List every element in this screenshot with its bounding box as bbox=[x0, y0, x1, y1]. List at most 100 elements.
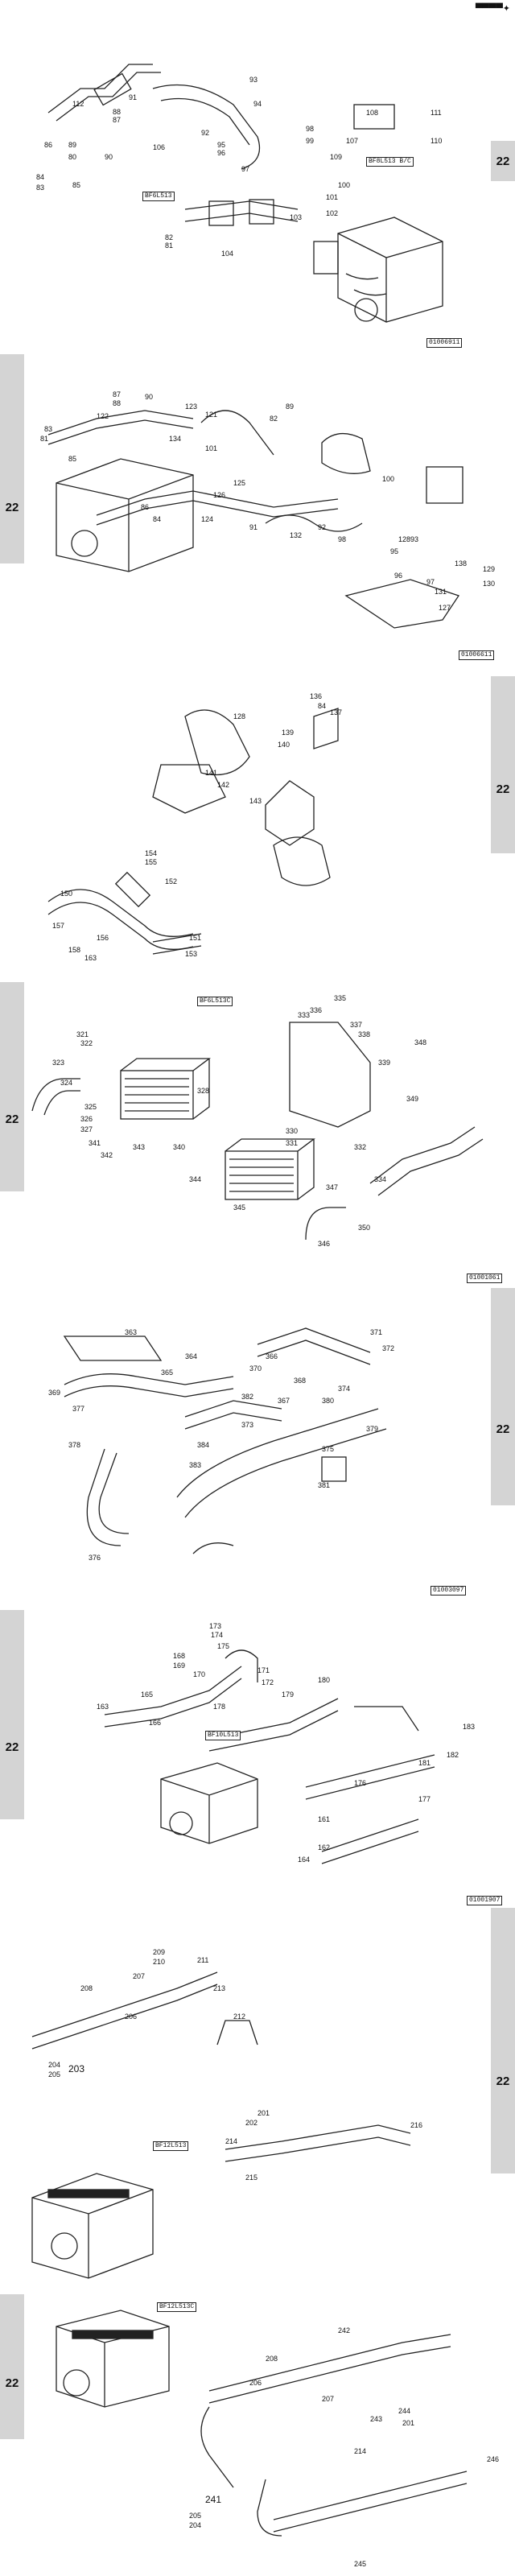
part-label: 99 bbox=[306, 137, 315, 145]
part-label: 363 bbox=[125, 1328, 138, 1336]
part-label: 368 bbox=[294, 1377, 307, 1385]
part-label: 158 bbox=[68, 946, 81, 954]
part-label: 208 bbox=[80, 1984, 93, 1992]
part-label: 142 bbox=[217, 781, 230, 789]
ref-code-a: BF6L513 bbox=[142, 192, 175, 201]
part-label: 206 bbox=[125, 2013, 138, 2021]
figure-code: 01001061 bbox=[467, 1274, 503, 1283]
part-label: 139 bbox=[282, 729, 295, 737]
part-label: 98 bbox=[306, 125, 315, 133]
part-label: 80 bbox=[68, 153, 77, 161]
part-label: 96 bbox=[217, 149, 226, 157]
part-label: 342 bbox=[101, 1151, 113, 1159]
part-label: 87 bbox=[113, 116, 122, 124]
part-label: 88 bbox=[113, 108, 122, 116]
part-label: 321 bbox=[76, 1030, 89, 1038]
part-label: 163 bbox=[97, 1703, 109, 1711]
part-label: 176 bbox=[354, 1779, 367, 1787]
part-label: 84 bbox=[318, 702, 327, 710]
part-label: 130 bbox=[483, 580, 496, 588]
part-label: 214 bbox=[354, 2447, 367, 2455]
part-label: 326 bbox=[80, 1115, 93, 1123]
part-label: 384 bbox=[197, 1441, 210, 1449]
figure-code: 01006611 bbox=[459, 650, 495, 660]
figure-sheet-3: 22 136 84 137 128 139 140 141 142 143 15… bbox=[0, 676, 515, 982]
part-label: 209 bbox=[153, 1948, 166, 1956]
part-label: 101 bbox=[326, 193, 339, 201]
figure-code: 01003097 bbox=[431, 1586, 467, 1596]
part-label: 333 bbox=[298, 1011, 311, 1019]
part-label: 109 bbox=[330, 153, 343, 161]
exhaust-elbow-diagram bbox=[47, 708, 339, 955]
part-label: 338 bbox=[358, 1030, 371, 1038]
part-label: 348 bbox=[414, 1038, 427, 1046]
part-label: 97 bbox=[426, 578, 435, 586]
part-label: 150 bbox=[60, 890, 73, 898]
part-label: 345 bbox=[233, 1203, 246, 1212]
part-label: 170 bbox=[193, 1670, 206, 1678]
part-label: 84 bbox=[153, 515, 162, 523]
part-label: 138 bbox=[455, 559, 468, 568]
exhaust-manifold-diagram bbox=[31, 1971, 411, 2279]
part-label: 137 bbox=[330, 708, 343, 716]
part-label: 339 bbox=[378, 1059, 391, 1067]
figure-sheet-5: 22 01003097 363 364 365 366 367 368 369 … bbox=[0, 1288, 515, 1610]
part-label: 182 bbox=[447, 1751, 459, 1759]
ref-code-a: BF12L513C bbox=[157, 2302, 197, 2312]
part-label: 86 bbox=[44, 141, 53, 149]
part-label: 165 bbox=[141, 1690, 154, 1699]
part-label: 364 bbox=[185, 1352, 198, 1360]
part-label: 83 bbox=[44, 425, 53, 433]
part-label: 121 bbox=[205, 411, 218, 419]
part-label: 112 bbox=[72, 100, 84, 108]
part-label: 140 bbox=[278, 741, 290, 749]
part-label: 131 bbox=[435, 588, 447, 596]
part-label: 180 bbox=[318, 1676, 331, 1684]
part-label: 334 bbox=[374, 1175, 387, 1183]
part-label: 372 bbox=[382, 1344, 395, 1352]
part-label: 96 bbox=[394, 572, 403, 580]
part-label: 365 bbox=[161, 1368, 174, 1377]
part-label: 125 bbox=[233, 479, 246, 487]
part-label: 106 bbox=[153, 143, 166, 151]
part-label: 164 bbox=[298, 1856, 311, 1864]
part-label: 103 bbox=[290, 213, 303, 221]
part-label: 91 bbox=[249, 523, 258, 531]
part-label: 173 bbox=[209, 1622, 222, 1630]
part-label: 127 bbox=[439, 604, 451, 612]
section-tab: 22 bbox=[0, 354, 24, 564]
part-label: 86 bbox=[141, 503, 150, 511]
ref-code-b: BF8L513 B/C bbox=[366, 157, 414, 167]
part-label: 245 bbox=[354, 2560, 367, 2568]
part-label: 141 bbox=[205, 769, 218, 777]
part-label: 134 bbox=[169, 435, 182, 443]
figure-sheet-7: 22 BF12L513 209 210 211 207 208 206 213 … bbox=[0, 1908, 515, 2294]
part-label: 325 bbox=[84, 1103, 97, 1111]
part-label: 323 bbox=[52, 1059, 65, 1067]
part-label: 332 bbox=[354, 1143, 367, 1151]
part-label: 178 bbox=[213, 1703, 226, 1711]
part-label: 126 bbox=[213, 491, 226, 499]
figure-sheet-4: 22 BF6L513C 01001061 335 336 337 338 333… bbox=[0, 982, 515, 1288]
part-label: 376 bbox=[89, 1554, 101, 1562]
part-label: 350 bbox=[358, 1224, 371, 1232]
part-label: 157 bbox=[52, 922, 65, 930]
part-label: 174 bbox=[211, 1631, 224, 1639]
part-label: 171 bbox=[258, 1666, 270, 1674]
part-label: 181 bbox=[418, 1759, 431, 1767]
part-label: 143 bbox=[249, 797, 262, 805]
part-label: 335 bbox=[334, 994, 347, 1002]
part-label: 172 bbox=[262, 1678, 274, 1686]
part-label: 151 bbox=[189, 934, 202, 942]
heat-exchanger-diagram bbox=[31, 1022, 484, 1241]
part-label: 336 bbox=[310, 1006, 323, 1014]
part-label: 202 bbox=[245, 2119, 258, 2127]
part-label: 378 bbox=[68, 1441, 81, 1449]
part-label: 156 bbox=[97, 934, 109, 942]
part-label: 83 bbox=[36, 184, 45, 192]
part-label: 91 bbox=[129, 93, 138, 101]
ref-code-a: BF10L513 bbox=[205, 1731, 241, 1740]
part-label: 108 bbox=[366, 109, 379, 117]
part-label: 154 bbox=[145, 849, 158, 857]
part-label: 214 bbox=[225, 2137, 238, 2145]
